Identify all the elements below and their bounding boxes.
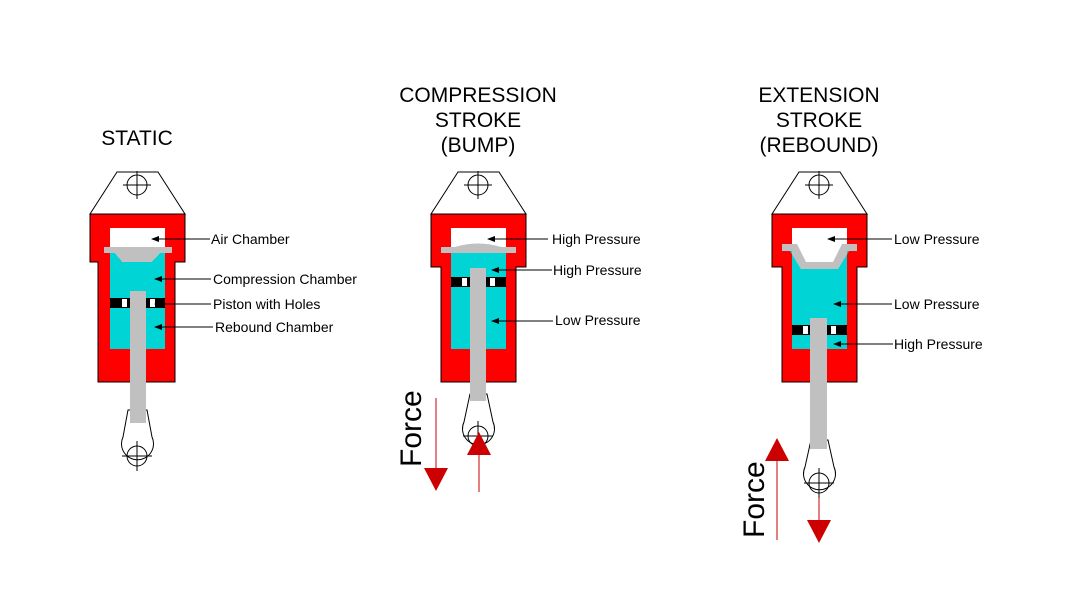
fluid	[790, 251, 849, 349]
bottom-eye-mount	[803, 439, 836, 498]
floating-piston	[104, 247, 172, 262]
extension-title-line-3: (REBOUND)	[760, 134, 879, 157]
piston-rod	[470, 268, 486, 401]
force-arrow-up	[467, 432, 491, 492]
force-arrow-down	[424, 398, 448, 491]
label-air-low-pressure: Low Pressure	[894, 231, 980, 247]
panel-compression: COMPRESSION STROKE (BUMP) High Pr	[395, 84, 642, 492]
label-air-high-pressure: High Pressure	[552, 231, 641, 247]
compression-title-line-1: COMPRESSION	[399, 84, 557, 107]
top-mount	[89, 171, 186, 215]
label-upper-low-pressure: Low Pressure	[894, 296, 980, 312]
floating-piston	[782, 244, 857, 269]
label-lower-high-pressure: High Pressure	[894, 336, 983, 352]
panel-extension: EXTENSION STROKE (REBOUND) Low Pressur	[738, 84, 983, 543]
top-mount	[430, 171, 527, 215]
force-arrow-up	[765, 438, 789, 540]
compression-title-line-3: (BUMP)	[441, 134, 516, 157]
label-compression-chamber: Compression Chamber	[213, 271, 357, 287]
top-mount	[771, 171, 868, 215]
label-air-chamber: Air Chamber	[211, 231, 290, 247]
panel-static: STATIC	[89, 127, 357, 471]
extension-title-line-1: EXTENSION	[758, 84, 879, 107]
label-piston-with-holes: Piston with Holes	[213, 296, 320, 312]
air-chamber	[451, 228, 506, 248]
force-label: Force	[738, 461, 771, 538]
label-lower-low-pressure: Low Pressure	[555, 312, 641, 328]
floating-piston	[441, 247, 516, 253]
label-upper-high-pressure: High Pressure	[553, 262, 642, 278]
force-arrow-down	[807, 498, 831, 543]
extension-title-line-2: STROKE	[776, 109, 862, 132]
force-label: Force	[395, 390, 428, 467]
compression-title-line-2: STROKE	[435, 109, 521, 132]
static-title: STATIC	[101, 127, 173, 150]
label-rebound-chamber: Rebound Chamber	[215, 319, 334, 335]
piston-rod	[810, 318, 827, 449]
